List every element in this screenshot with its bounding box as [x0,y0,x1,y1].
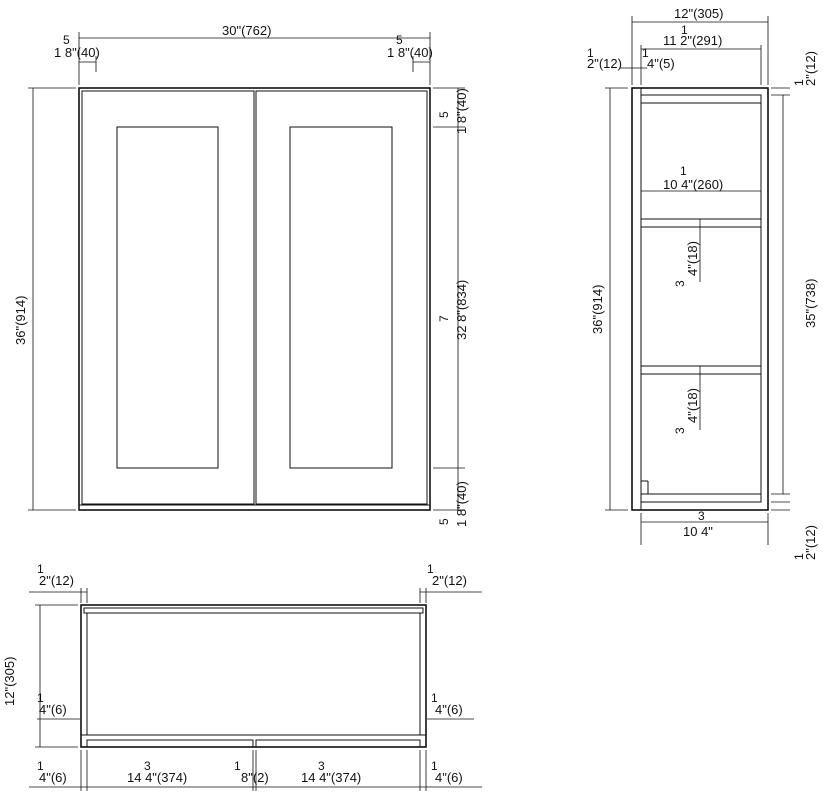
left-offset-label: 2"(12) [587,56,622,71]
cabinet-frame [78,87,431,511]
height-label: 36"(914) [13,296,28,345]
right-bottom-fraction: 1 [792,553,806,560]
inner-height-label: 35"(738) [803,279,818,328]
overall-width-label: 30"(762) [222,23,271,38]
right-bottom-label: 2"(12) [803,525,818,560]
shelf-upper [640,218,762,228]
overall-depth-label: 12"(305) [674,6,723,21]
plan-bottom-left-fraction: 1 [37,759,44,773]
plan-bottom-right-label: 4"(6) [435,770,463,785]
inner-depth-label: 11 2"(291) [663,33,722,48]
top-rail-label: 1 8"(40) [454,88,469,134]
shelf1-fraction: 3 [673,280,687,287]
shelf2-label: 4"(18) [685,388,700,423]
right-door [255,90,428,505]
plan-back-panel [83,607,424,614]
top-panel [640,94,762,104]
shelf2-fraction: 3 [673,427,687,434]
plan-door-right-fraction: 3 [318,759,325,773]
plan-left-side-fraction: 1 [37,562,44,576]
shelf-depth-label: 10 4"(260) [663,177,723,192]
plan-door-right-label: 14 4"(374) [301,770,361,785]
left-stile-fraction: 5 [63,33,70,47]
plan-door-left-label: 14 4"(374) [127,770,187,785]
side-view: 12"(305) 1 11 2"(291) 1 2"(12) 1 4"(5) 1… [587,6,818,560]
left-offset-fraction: 1 [587,46,594,60]
plan-left-inset-label: 4"(6) [39,702,67,717]
door-height-fraction: 7 [437,315,451,322]
small-offset-label: 4"(5) [647,56,675,71]
shelf-depth-fraction: 1 [680,164,687,178]
right-stile-label: 1 8"(40) [387,45,433,60]
plan-right-side-fraction: 1 [427,562,434,576]
left-stile-label: 1 8"(40) [54,45,100,60]
plan-right-door [255,739,421,748]
side-outline [631,87,769,511]
right-top-fraction: 1 [792,79,806,86]
inner-depth-fraction: 1 [681,23,688,37]
bottom-rail-label: 1 8"(40) [454,481,469,527]
small-offset-fraction: 1 [642,46,649,60]
door-height-label: 32 8"(834) [454,280,469,340]
plan-bottom-right-fraction: 1 [431,759,438,773]
plan-left-door [86,739,254,748]
side-height-label: 36"(914) [590,285,605,334]
front-view: 30"(762) 5 1 8"(40) 5 1 8"(40) 36"(914) … [13,23,469,527]
plan-gap-fraction: 1 [234,759,241,773]
right-top-label: 2"(12) [803,51,818,86]
left-door [81,90,255,505]
bottom-depth-label: 10 4" [683,524,713,539]
plan-view: 1 2"(12) 1 2"(12) 12"(305) 1 4"(6) 1 4"(… [2,562,482,791]
right-stile-fraction: 5 [396,33,403,47]
right-door-panel [289,126,393,469]
plan-gap-label: 8"(2) [241,770,269,785]
top-rail-fraction: 5 [437,111,451,118]
plan-depth-label: 12"(305) [2,657,17,706]
left-door-panel [116,126,219,469]
bottom-depth-fraction: 3 [698,509,705,523]
plan-left-side-label: 2"(12) [39,573,74,588]
bottom-panel [640,493,762,503]
plan-bottom-left-label: 4"(6) [39,770,67,785]
plan-right-inset-label: 4"(6) [435,702,463,717]
bottom-rail-fraction: 5 [437,518,451,525]
plan-right-side-label: 2"(12) [432,573,467,588]
plan-door-left-fraction: 3 [144,759,151,773]
plan-left-inset-fraction: 1 [37,691,44,705]
shelf-lower [640,365,762,375]
plan-right-inset-fraction: 1 [431,691,438,705]
shelf1-label: 4"(18) [685,241,700,276]
plan-outline [80,604,427,748]
